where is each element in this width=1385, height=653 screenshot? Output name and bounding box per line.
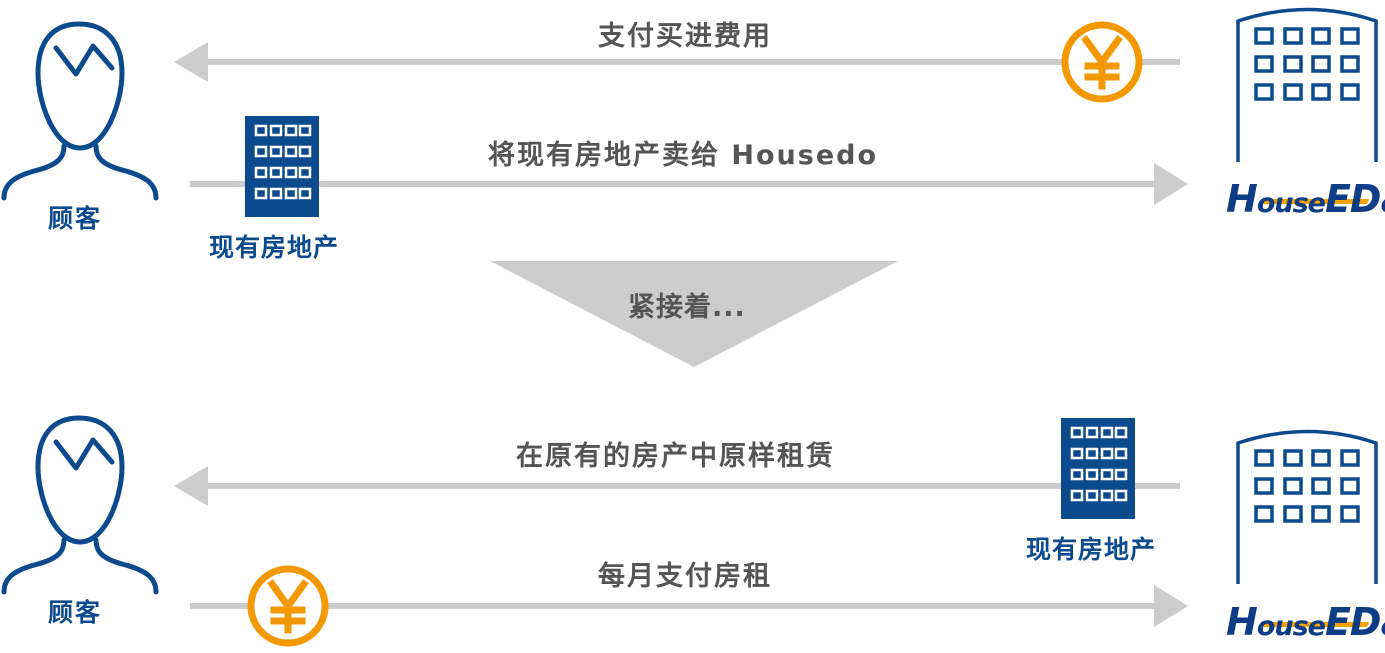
housedo-logo: HouseEDo xyxy=(1226,600,1385,644)
property-label: 现有房地产 xyxy=(209,233,340,262)
customer-person-icon xyxy=(1,21,159,201)
down-triangle-arrow xyxy=(490,261,898,367)
sale-caption: 将现有房地产卖给 Housedo xyxy=(488,140,879,171)
lease-caption: 在原有的房产中原样租赁 xyxy=(516,441,835,472)
arrow-right-sale xyxy=(190,163,1188,205)
customer-label: 顾客 xyxy=(48,598,103,627)
purchase-payment-caption: 支付买进费用 xyxy=(598,21,772,52)
office-building-icon xyxy=(1236,7,1378,162)
monthly-rent-caption: 每月支付房租 xyxy=(598,561,772,592)
transition-label: 紧接着... xyxy=(628,292,746,323)
property-label: 现有房地产 xyxy=(1026,535,1157,564)
building-icon xyxy=(1061,418,1135,519)
yen-coin-icon xyxy=(1061,21,1143,103)
office-building-icon xyxy=(1236,429,1378,584)
arrow-left-lease xyxy=(174,466,1180,506)
building-icon xyxy=(245,116,319,217)
housedo-logo: HouseEDo xyxy=(1226,177,1385,221)
yen-coin-icon xyxy=(247,565,329,647)
customer-label: 顾客 xyxy=(48,204,103,233)
arrow-left-purchase xyxy=(174,42,1180,82)
arrow-right-rent xyxy=(190,585,1188,627)
customer-person-icon xyxy=(1,415,159,595)
